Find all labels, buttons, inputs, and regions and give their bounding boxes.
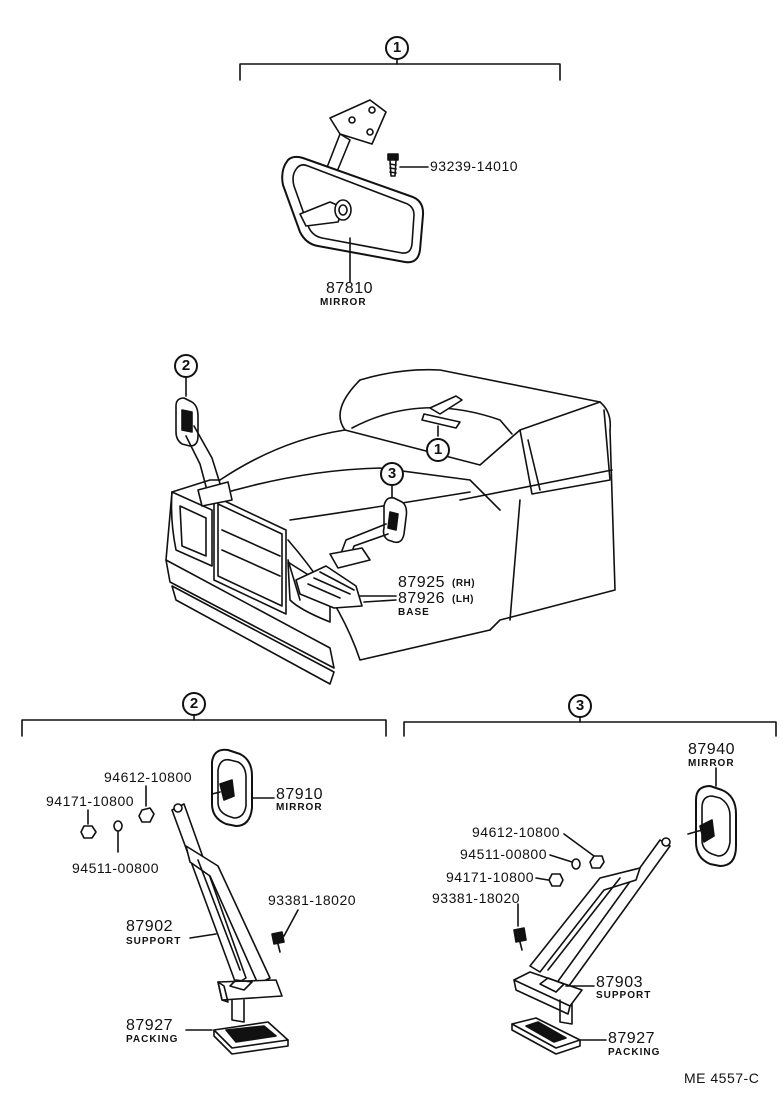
- label-base-87925-side: (RH): [452, 578, 476, 589]
- label-sec2-washer-94511: 94511-00800: [72, 860, 159, 876]
- label-sec2-nut-94171: 94171-10800: [46, 793, 135, 809]
- truck-cab-drawing: [166, 370, 615, 684]
- label-sec2-mirror-87910-name: MIRROR: [276, 802, 323, 813]
- section-3-marker-truck: 3: [380, 462, 404, 486]
- section-1-marker: 1: [385, 36, 409, 60]
- section-3-mirror-drawing: [688, 768, 736, 866]
- label-base-87925: 87925: [398, 574, 445, 591]
- label-sec2-nut-94612: 94612-10800: [104, 769, 193, 785]
- section-2-packing-drawing: [186, 1022, 288, 1054]
- label-sec2-bolt-93381: 93381-18020: [268, 892, 357, 908]
- section-2-mirror-drawing: [212, 750, 274, 826]
- label-mirror-87810-name: MIRROR: [320, 297, 367, 308]
- label-sec2-support-name: SUPPORT: [126, 936, 182, 947]
- label-sec3-nut-94612: 94612-10800: [472, 824, 561, 840]
- label-sec3-washer-94511: 94511-00800: [460, 846, 547, 862]
- label-base-87926: 87926: [398, 590, 445, 607]
- section-2-marker: 2: [182, 692, 206, 716]
- label-sec3-nut-94171: 94171-10800: [446, 869, 535, 885]
- section-1-marker-truck: 1: [426, 438, 450, 462]
- label-mirror-87810: 87810: [326, 280, 373, 297]
- label-sec2-packing-name: PACKING: [126, 1034, 179, 1045]
- label-sec3-packing-87927: 87927: [608, 1030, 655, 1047]
- section-3-marker: 3: [568, 694, 592, 718]
- label-screw-93239: 93239-14010: [430, 158, 519, 174]
- section-2-hardware: [81, 786, 298, 952]
- screw-93239-drawing: [388, 154, 428, 176]
- label-base-87926-side: (LH): [452, 594, 474, 605]
- section-3-hardware: [514, 834, 604, 950]
- section-3-support-drawing: [514, 838, 670, 1024]
- label-sec3-support-87903: 87903: [596, 974, 643, 991]
- section-3-bracket: [404, 718, 776, 736]
- section-2-bracket: [22, 716, 386, 736]
- label-sec3-mirror-87940: 87940: [688, 741, 735, 758]
- inner-mirror-drawing: [282, 100, 423, 282]
- label-sec3-bolt-93381: 93381-18020: [432, 890, 521, 906]
- section-2-support-drawing: [172, 804, 282, 1022]
- label-sec2-mirror-87910: 87910: [276, 786, 323, 803]
- label-sec3-mirror-87940-name: MIRROR: [688, 758, 735, 769]
- label-sec2-packing-87927: 87927: [126, 1017, 173, 1034]
- section-1-bracket: [240, 60, 560, 80]
- label-sec3-packing-name: PACKING: [608, 1047, 661, 1058]
- label-sec2-support-87902: 87902: [126, 918, 173, 935]
- label-base-name: BASE: [398, 607, 430, 618]
- section-2-marker-truck: 2: [174, 354, 198, 378]
- section-3-packing-drawing: [512, 1018, 606, 1054]
- diagram-code: ME 4557-C: [684, 1070, 760, 1086]
- label-sec3-support-name: SUPPORT: [596, 990, 652, 1001]
